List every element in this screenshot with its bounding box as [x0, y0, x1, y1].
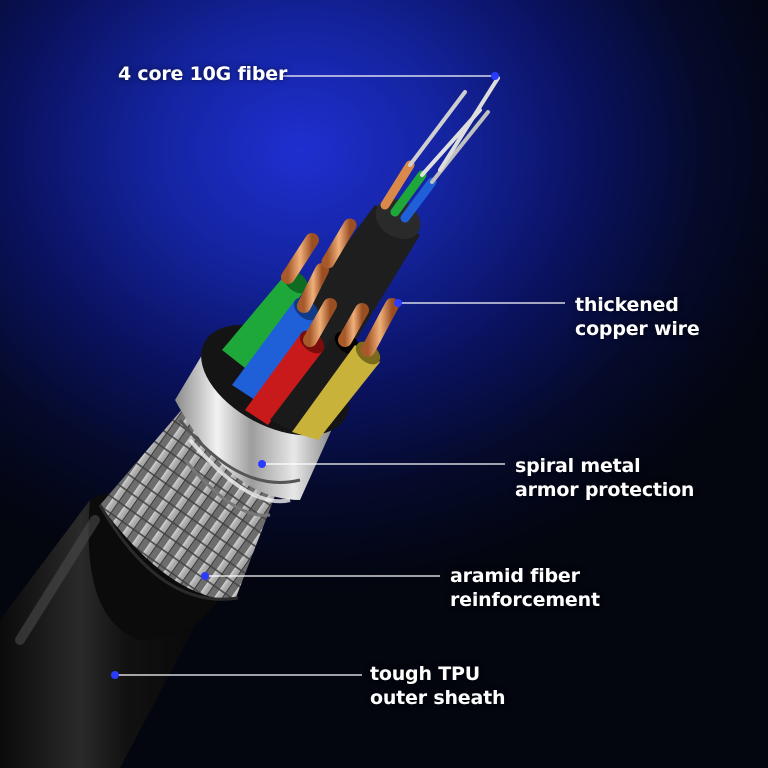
label-armor-line2: armor protection — [515, 479, 695, 501]
callout-dot-fiber — [491, 72, 499, 80]
label-aramid-line1: aramid fiber — [450, 565, 580, 587]
callout-dot-aramid — [201, 572, 209, 580]
label-sheath: tough TPU outer sheath — [370, 662, 505, 710]
label-copper-line2: copper wire — [575, 318, 700, 340]
callout-dot-sheath — [111, 671, 119, 679]
label-sheath-line1: tough TPU — [370, 663, 480, 685]
callout-lines — [111, 72, 565, 679]
label-copper-line1: thickened — [575, 294, 679, 316]
label-fiber-line1: 4 core 10G fiber — [118, 63, 288, 85]
inner-wires — [222, 76, 500, 440]
label-copper: thickened copper wire — [575, 293, 700, 341]
callout-dot-copper — [394, 299, 402, 307]
label-armor-line1: spiral metal — [515, 455, 641, 477]
label-aramid-line2: reinforcement — [450, 589, 600, 611]
label-sheath-line2: outer sheath — [370, 687, 506, 709]
callout-dot-armor — [258, 460, 266, 468]
label-aramid: aramid fiber reinforcement — [450, 564, 600, 612]
label-armor: spiral metal armor protection — [515, 454, 694, 502]
label-fiber: 4 core 10G fiber — [118, 62, 287, 86]
